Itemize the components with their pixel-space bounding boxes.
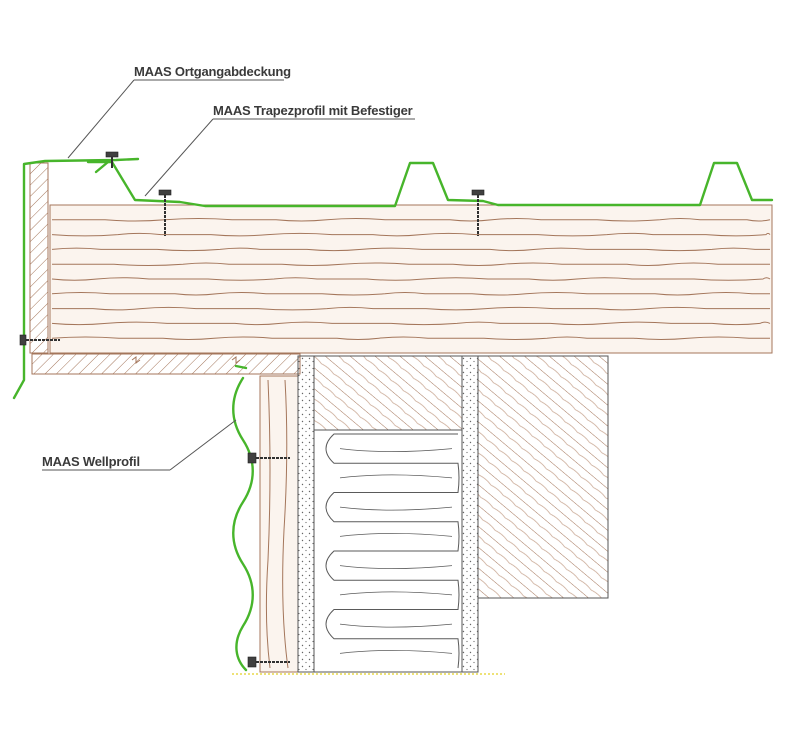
insulation-fibre [339,623,453,628]
label-ortgang-group: MAAS Ortgangabdeckung [67,64,291,159]
roof-slab-grain [51,218,771,340]
insulation-fibre [339,474,453,479]
insulation-fibre [339,649,453,654]
verge-flashing-tip [94,160,110,174]
wall-top-plate [313,355,463,431]
wall-inner-board [461,355,479,673]
screw-icon [105,151,119,168]
slab-grain-line [51,336,770,340]
insulation-fibre [339,448,453,453]
wall-sheathing-board [297,355,315,673]
insulation-fibre [339,506,453,511]
insulation-fibre [339,591,453,596]
inner-beam [477,355,609,599]
trapezoidal-profile [86,160,774,208]
screw-icon [247,656,290,668]
screw-icon [158,189,172,236]
eave-batten [31,353,301,375]
batten-joints [131,356,241,364]
label-well: MAAS Wellprofil [42,454,140,469]
screw-icon [247,452,290,464]
slab-grain-line [52,306,770,311]
slab-grain-line [51,292,770,296]
batten-grain-2 [282,379,289,669]
label-well-group: MAAS Wellprofil [42,419,237,471]
screw-icon [471,189,485,236]
slab-grain-line [52,218,771,222]
insulation-fibre [339,565,453,570]
label-ortgang: MAAS Ortgangabdeckung [134,64,291,79]
label-trapez-leader [144,118,214,197]
batten-grain [265,379,271,669]
label-well-leader [169,419,237,471]
wall-cladding-battens [259,375,299,673]
label-trapez: MAAS Trapezprofil mit Befestiger [213,103,413,118]
corrugated-profile-top [234,364,248,370]
slab-grain-line [52,262,770,266]
wall-batten [259,375,299,673]
label-trapez-group: MAAS Trapezprofil mit Befestiger [144,103,415,197]
insulation-loop-line [325,433,460,669]
verge-edge-board [29,162,49,354]
slab-grain-line [51,321,771,326]
slab-grain-line [51,277,771,281]
roof-timber-slab [49,204,773,354]
verge-flashing [12,157,140,400]
corrugated-profile [232,376,254,672]
slab-grain-line [51,247,770,252]
label-ortgang-leader [67,79,135,159]
screw-icon [19,334,60,346]
wall-insulation [325,433,460,669]
insulation-fibre [339,532,453,537]
slab-grain-line [51,232,771,237]
